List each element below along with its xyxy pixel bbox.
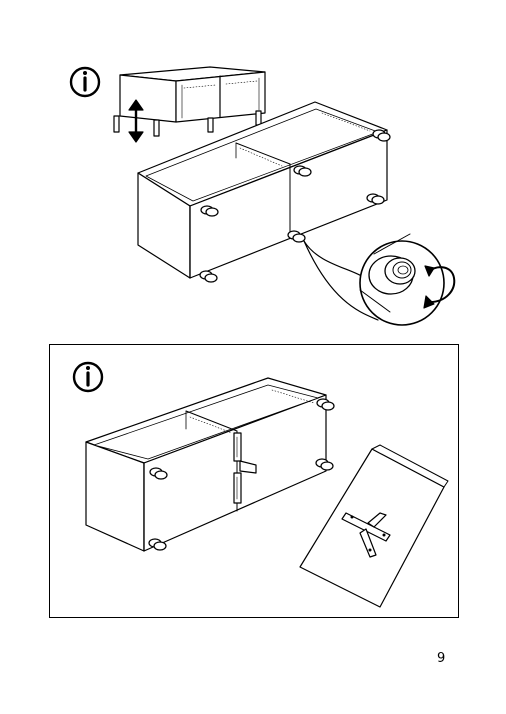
cabinet-leg	[293, 165, 312, 177]
bracket-illustration	[72, 361, 449, 608]
cabinet-upside-down	[85, 377, 335, 552]
cabinet-upside-down	[137, 101, 391, 283]
info-icon	[69, 66, 101, 98]
info-icon	[72, 361, 104, 393]
up-down-arrow-icon	[128, 99, 144, 143]
cabinet-leg	[287, 230, 306, 243]
cabinet-leg	[148, 538, 167, 551]
cabinet-leg	[149, 467, 168, 480]
mounting-bracket	[341, 512, 391, 558]
legs-illustration	[69, 66, 456, 326]
cabinet-leg	[315, 458, 334, 471]
cabinet-leg	[200, 205, 219, 217]
cabinet-leg	[366, 193, 385, 205]
step-adjust-legs	[60, 58, 460, 328]
bracket-detail-card	[299, 444, 449, 608]
leg-zoom-detail	[303, 233, 456, 326]
cabinet-leg	[316, 398, 335, 411]
step-fitting-bracket	[49, 344, 459, 618]
mounting-bracket	[233, 432, 257, 504]
rotate-arrows-icon	[423, 265, 456, 309]
page-number: 9	[437, 651, 446, 666]
cabinet-leg	[372, 129, 391, 142]
small-cabinet	[113, 66, 266, 143]
cabinet-leg	[199, 270, 218, 283]
